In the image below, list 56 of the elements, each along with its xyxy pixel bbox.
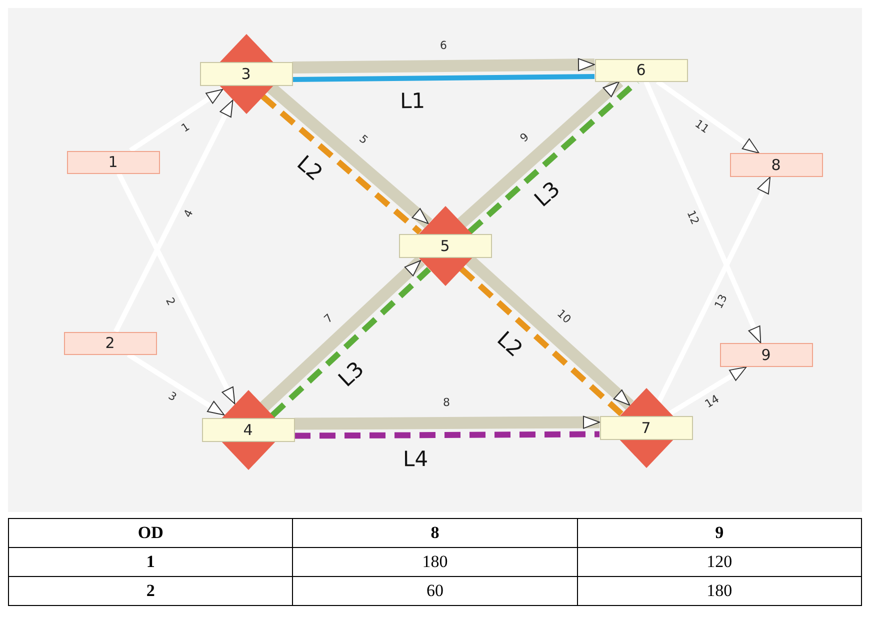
link-number: 10: [554, 308, 572, 326]
link-number: 4: [182, 208, 195, 220]
link-arrow: [294, 416, 600, 430]
route-line: [292, 74, 595, 82]
route-line: [459, 266, 624, 416]
route-label: L2: [294, 152, 326, 186]
stop-label: 7: [600, 416, 692, 440]
route-label: L1: [400, 91, 425, 112]
link-number: 12: [685, 208, 701, 226]
stop-label: 6: [594, 58, 688, 82]
link-number: 14: [703, 392, 721, 410]
demand-value: 60: [292, 576, 578, 606]
column-header: 9: [577, 518, 862, 548]
route-label: L2: [492, 328, 526, 361]
link-number: 6: [440, 39, 447, 51]
column-header: 8: [292, 518, 578, 548]
demand-value: 180: [292, 548, 578, 576]
link-arrow: [116, 172, 238, 406]
route-label: L3: [334, 358, 368, 391]
route-line: [294, 431, 600, 439]
link-arrow: [126, 352, 226, 418]
link-number: 7: [322, 312, 334, 325]
link-number: 1: [180, 121, 192, 134]
route-line: [468, 79, 640, 234]
link-arrow: [114, 98, 236, 333]
route-line: [270, 267, 432, 418]
link-number: 2: [164, 296, 177, 307]
link-number: 11: [692, 118, 711, 136]
link-arrow: [656, 176, 772, 403]
route-label: L3: [531, 178, 564, 211]
row-header: 1: [8, 548, 293, 576]
link-number: 3: [166, 390, 179, 403]
link-arrow: [260, 256, 425, 412]
link-number: 5: [356, 133, 370, 146]
link-arrow: [466, 256, 634, 410]
link-arrow: [292, 58, 595, 74]
link-arrow: [668, 364, 748, 416]
link-number: 9: [518, 131, 532, 144]
link-number: 8: [443, 396, 450, 408]
route-line: [260, 94, 422, 235]
zone-box: 1: [66, 150, 160, 174]
route-label: L4: [402, 448, 428, 470]
stop-label: 4: [202, 418, 294, 442]
stop-label: 5: [398, 234, 492, 258]
row-header: 2: [8, 576, 293, 606]
demand-value: 180: [577, 576, 862, 606]
stop-label: 3: [200, 62, 292, 86]
zone-box: 8: [730, 153, 822, 177]
demand-value: 120: [577, 548, 862, 576]
link-arrow: [656, 79, 760, 156]
link-arrow: [644, 80, 763, 344]
zone-box: 2: [64, 332, 156, 354]
column-header: OD: [8, 518, 293, 548]
link-number: 13: [713, 292, 730, 310]
zone-box: 9: [720, 343, 812, 367]
link-arrow: [129, 87, 224, 153]
